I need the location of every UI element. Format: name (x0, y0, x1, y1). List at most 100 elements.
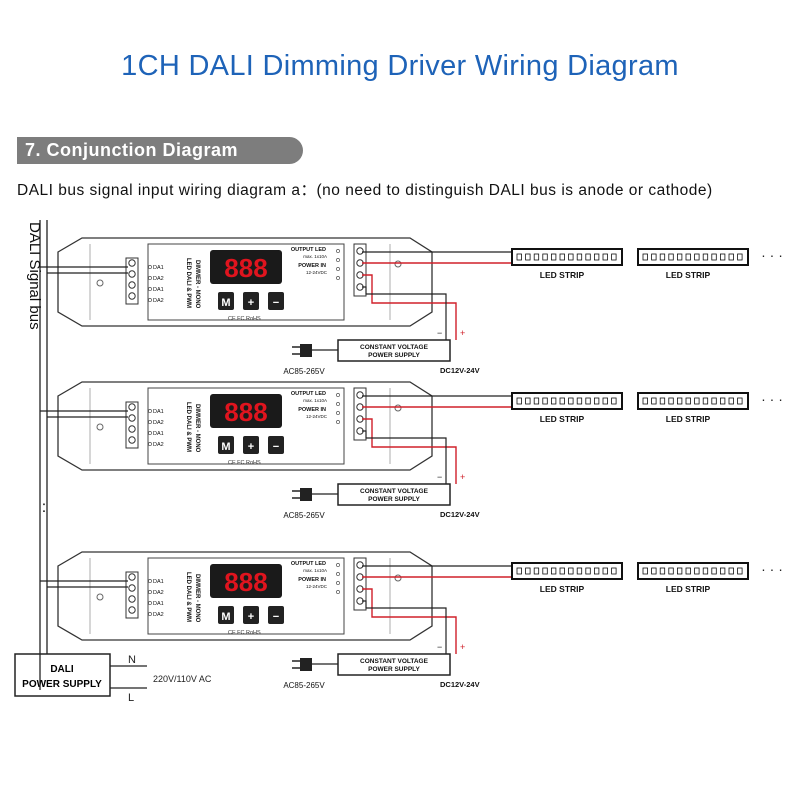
driver-button-label: − (273, 297, 279, 309)
terminal-marker (148, 431, 152, 435)
led-chip (611, 567, 617, 575)
power-wire-red (362, 588, 457, 654)
output-rating: max. 1x10A (303, 254, 327, 259)
product-name-1: LED DALI & PWM (185, 402, 191, 452)
dali-power-supply-label-2: POWER SUPPLY (22, 679, 102, 690)
dali-terminal-block (125, 571, 139, 619)
led-strip-1 (511, 248, 623, 266)
terminal-screw (128, 259, 136, 267)
led-strip-2 (637, 248, 749, 266)
led-chip (594, 397, 600, 405)
led-chip (576, 253, 583, 261)
output-led-label: OUTPUT LED (291, 391, 326, 397)
terminal-screw (128, 573, 136, 581)
cv-label-1: CONSTANT VOLTAGE (360, 344, 429, 351)
diagram-subtitle: DALI bus signal input wiring diagram a：(… (17, 182, 713, 199)
terminal-marker (148, 420, 152, 424)
power-wire-red (362, 274, 457, 340)
output-marker (336, 420, 340, 424)
dc-label: DC12V-24V (440, 680, 480, 689)
cv-label-1: CONSTANT VOLTAGE (360, 658, 429, 665)
led-chip (516, 567, 522, 575)
product-name-1: LED DALI & PWM (185, 572, 191, 622)
screw-hole (394, 574, 402, 582)
terminal-screw (128, 436, 136, 444)
ac-label: AC85-265V (283, 367, 325, 376)
led-chip (602, 397, 608, 405)
dali-bus-label: DALI Signal bus (26, 222, 43, 330)
screw-hole (394, 404, 402, 412)
led-display (210, 250, 282, 284)
strip-ellipsis: · · · (761, 391, 783, 407)
led-strip-label: LED STRIP (540, 270, 585, 280)
terminal-marker (148, 276, 152, 280)
led-chip (542, 567, 548, 575)
terminal-screw (128, 584, 136, 592)
led-chip (585, 567, 591, 575)
led-chip (525, 253, 531, 261)
output-led-label: OUTPUT LED (291, 247, 326, 253)
driver-button-3 (268, 292, 284, 310)
driver-button-3 (268, 606, 284, 624)
terminal-label: DA1 (153, 431, 164, 437)
screw-hole (96, 279, 104, 287)
led-chip (668, 397, 674, 405)
power-wire-black (362, 286, 447, 340)
dali-terminal-block (125, 257, 139, 305)
led-chip (568, 567, 574, 575)
power-in-label: POWER IN (298, 577, 326, 583)
dali-power-supply: DALI POWER SUPPLY N L 220V/110V AC (14, 653, 212, 704)
certifications: CE FC RoHS (228, 460, 261, 466)
led-chip (677, 567, 683, 575)
terminal-screw (356, 561, 364, 569)
led-chip (677, 397, 683, 405)
plus-sign: + (460, 472, 465, 482)
led-strip-label: LED STRIP (540, 414, 585, 424)
driver-button-label: + (248, 611, 254, 623)
terminal-label: DA2 (153, 420, 164, 426)
driver-button-1 (218, 292, 234, 310)
product-name-2: DIMMER - MONO (194, 260, 200, 309)
led-strip-1 (511, 562, 623, 580)
led-chip (685, 567, 691, 575)
driver-button-2 (243, 436, 259, 454)
terminal-label: DA2 (153, 442, 164, 448)
led-chip (702, 397, 709, 405)
dali-bus-ellipsis: : (42, 499, 46, 516)
led-chip (651, 397, 657, 405)
led-chip (642, 567, 648, 575)
power-wire-black (362, 430, 447, 484)
terminal-label: DA2 (153, 590, 164, 596)
output-marker (336, 563, 340, 567)
led-chip (642, 253, 648, 261)
terminal-screw (128, 281, 136, 289)
section-header-label: 7. Conjunction Diagram (25, 140, 239, 160)
led-chip (602, 567, 608, 575)
led-chip (694, 397, 700, 405)
output-marker (336, 402, 340, 406)
led-chip (685, 397, 691, 405)
terminal-label: DA1 (153, 579, 164, 585)
output-marker (336, 249, 340, 253)
driver-button-3 (268, 436, 284, 454)
certifications: CE FC RoHS (228, 630, 261, 636)
power-rating: 12-24VDC (306, 270, 328, 275)
driver-button-label: + (248, 297, 254, 309)
terminal-screw (356, 391, 364, 399)
led-chip (611, 253, 617, 261)
plus-sign: + (460, 642, 465, 652)
output-marker (336, 572, 340, 576)
output-marker (336, 411, 340, 415)
led-chip (602, 253, 608, 261)
driver-button-label: M (221, 297, 230, 309)
terminal-screw (128, 595, 136, 603)
led-strip-1 (511, 392, 623, 410)
led-chip (737, 567, 743, 575)
output-marker (336, 267, 340, 271)
terminal-marker (148, 612, 152, 616)
driver-button-label: + (248, 441, 254, 453)
terminal-screw (128, 292, 136, 300)
product-name-2: DIMMER - MONO (194, 404, 200, 453)
led-chip (720, 253, 726, 261)
